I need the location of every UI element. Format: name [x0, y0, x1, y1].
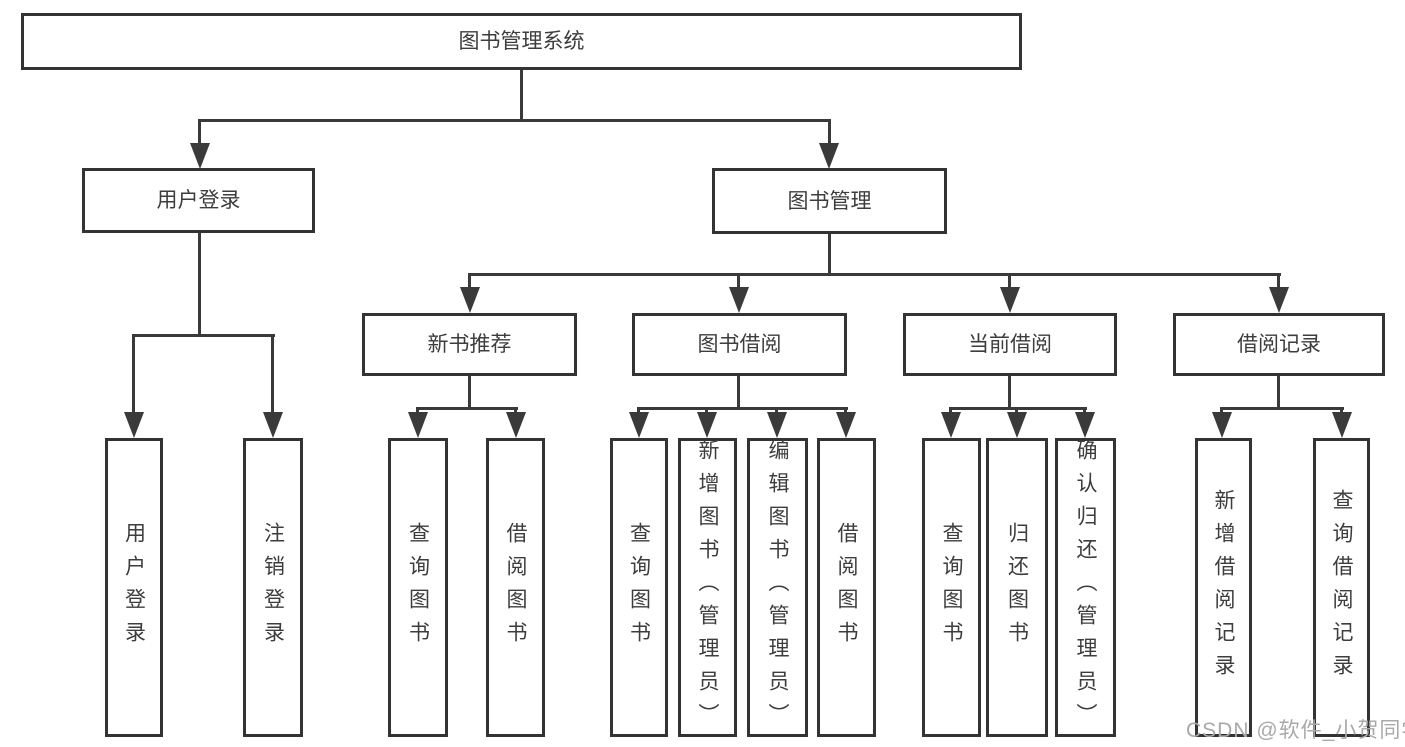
- connector-current-borrowing-stem: [1008, 376, 1011, 410]
- arrow-down-icon: [124, 412, 144, 438]
- arrow-down-icon: [1332, 412, 1352, 438]
- connector-to-book-borrowing-shaft: [737, 273, 740, 295]
- leaf-edit-books-admin: 编辑图书（管理员）: [747, 438, 808, 737]
- leaf-borrow-books-recommend: 借阅图书: [486, 438, 545, 737]
- leaf-query-books-current: 查询图书: [922, 438, 981, 737]
- connector-current-borrowing-branch: [949, 407, 1087, 410]
- connector-borrowing-records-stem: [1277, 376, 1280, 410]
- arrow-down-icon: [408, 412, 428, 438]
- connector-root-branch: [198, 119, 831, 122]
- leaf-query-books-recommend: 查询图书: [388, 438, 448, 737]
- arrow-down-icon: [1075, 412, 1095, 438]
- leaf-borrow-books-borrowing: 借阅图书: [817, 438, 876, 737]
- node-new-book-recommendation: 新书推荐: [362, 313, 577, 376]
- connector-to-current-borrowing-shaft: [1008, 273, 1011, 295]
- connector-book-management-branch: [468, 273, 1281, 276]
- arrow-down-icon: [1000, 287, 1020, 313]
- leaf-user-login: 用户登录: [105, 438, 163, 737]
- connector-root-stem: [520, 70, 523, 122]
- arrow-down-icon: [190, 143, 210, 169]
- connector-borrowing-records-branch: [1220, 407, 1344, 410]
- arrow-down-icon: [506, 412, 526, 438]
- connector-new-book-stem: [468, 376, 471, 410]
- connector-user-login-leaf1-shaft: [132, 334, 135, 418]
- leaf-query-books-borrowing: 查询图书: [610, 438, 668, 737]
- arrow-down-icon: [1007, 412, 1027, 438]
- connector-book-management-stem: [828, 234, 831, 276]
- connector-user-login-branch: [132, 334, 275, 337]
- connector-new-book-branch: [416, 407, 518, 410]
- arrow-down-icon: [629, 412, 649, 438]
- node-book-borrowing: 图书借阅: [632, 313, 847, 376]
- node-root-library-management-system: 图书管理系统: [21, 13, 1022, 70]
- arrow-down-icon: [697, 412, 717, 438]
- connector-user-login-leaf2-shaft: [271, 334, 274, 418]
- connector-root-to-book-management-shaft: [828, 119, 831, 151]
- node-user-login: 用户登录: [82, 168, 315, 233]
- arrow-down-icon: [1212, 412, 1232, 438]
- arrow-down-icon: [941, 412, 961, 438]
- connector-to-new-book-shaft: [468, 273, 471, 295]
- leaf-logout: 注销登录: [243, 438, 303, 737]
- connector-to-borrowing-records-shaft: [1277, 273, 1280, 295]
- node-current-borrowing: 当前借阅: [903, 313, 1117, 376]
- csdn-watermark: CSDN @软件_小贺同学: [1186, 719, 1405, 742]
- node-book-management: 图书管理: [712, 168, 947, 234]
- leaf-add-books-admin: 新增图书（管理员）: [678, 438, 737, 737]
- arrow-down-icon: [460, 287, 480, 313]
- arrow-down-icon: [836, 412, 856, 438]
- connector-user-login-stem: [198, 233, 201, 336]
- arrow-down-icon: [729, 287, 749, 313]
- arrow-down-icon: [767, 412, 787, 438]
- leaf-return-books: 归还图书: [986, 438, 1048, 737]
- leaf-add-borrow-record: 新增借阅记录: [1195, 438, 1252, 737]
- arrow-down-icon: [819, 143, 839, 169]
- connector-book-borrowing-stem: [737, 376, 740, 410]
- connector-root-to-user-login-shaft: [198, 119, 201, 151]
- connector-book-borrowing-branch: [637, 407, 848, 410]
- node-borrowing-records: 借阅记录: [1173, 313, 1385, 376]
- arrow-down-icon: [263, 412, 283, 438]
- leaf-confirm-return-admin: 确认归还（管理员）: [1055, 438, 1116, 737]
- leaf-query-borrow-record: 查询借阅记录: [1313, 438, 1370, 737]
- arrow-down-icon: [1269, 287, 1289, 313]
